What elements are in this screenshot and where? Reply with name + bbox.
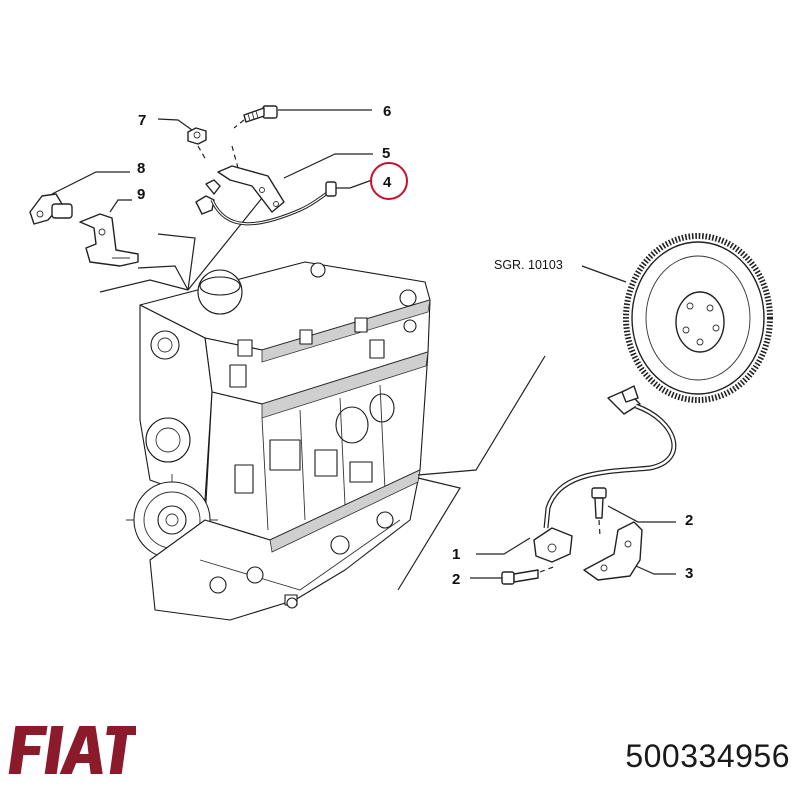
callout-4: 4 (383, 174, 392, 191)
sensor-part-1 (476, 527, 573, 563)
callout-3: 3 (685, 565, 693, 582)
callout-6: 6 (383, 103, 391, 120)
bracket-part-3 (583, 521, 676, 581)
nut-part-7 (157, 118, 207, 161)
engine-block (126, 261, 431, 621)
crank-sensor-cable (543, 385, 677, 529)
callout-8: 8 (137, 160, 145, 177)
bolt-part-2-vertical (591, 487, 676, 537)
callout-1: 1 (452, 546, 460, 563)
fiat-logo (8, 726, 136, 774)
callout-5: 5 (382, 145, 390, 162)
bracket-part-5 (217, 145, 373, 213)
callout-2-upper: 2 (685, 512, 693, 529)
sensor-cable-part-4 (195, 179, 373, 226)
callout-7: 7 (138, 112, 146, 129)
bolt-part-6 (233, 105, 372, 129)
bracket-part-9 (79, 199, 139, 267)
callout-4-highlight (370, 162, 408, 200)
engine-leader-lines (99, 197, 546, 591)
callout-9: 9 (137, 186, 145, 203)
sensor-part-8 (29, 171, 130, 225)
callout-2-lower: 2 (452, 571, 460, 588)
part-number: 500334956 (625, 738, 790, 774)
bolt-part-2-horizontal (470, 565, 557, 585)
reference-label: SGR. 10103 (494, 258, 563, 272)
flywheel (581, 233, 773, 403)
